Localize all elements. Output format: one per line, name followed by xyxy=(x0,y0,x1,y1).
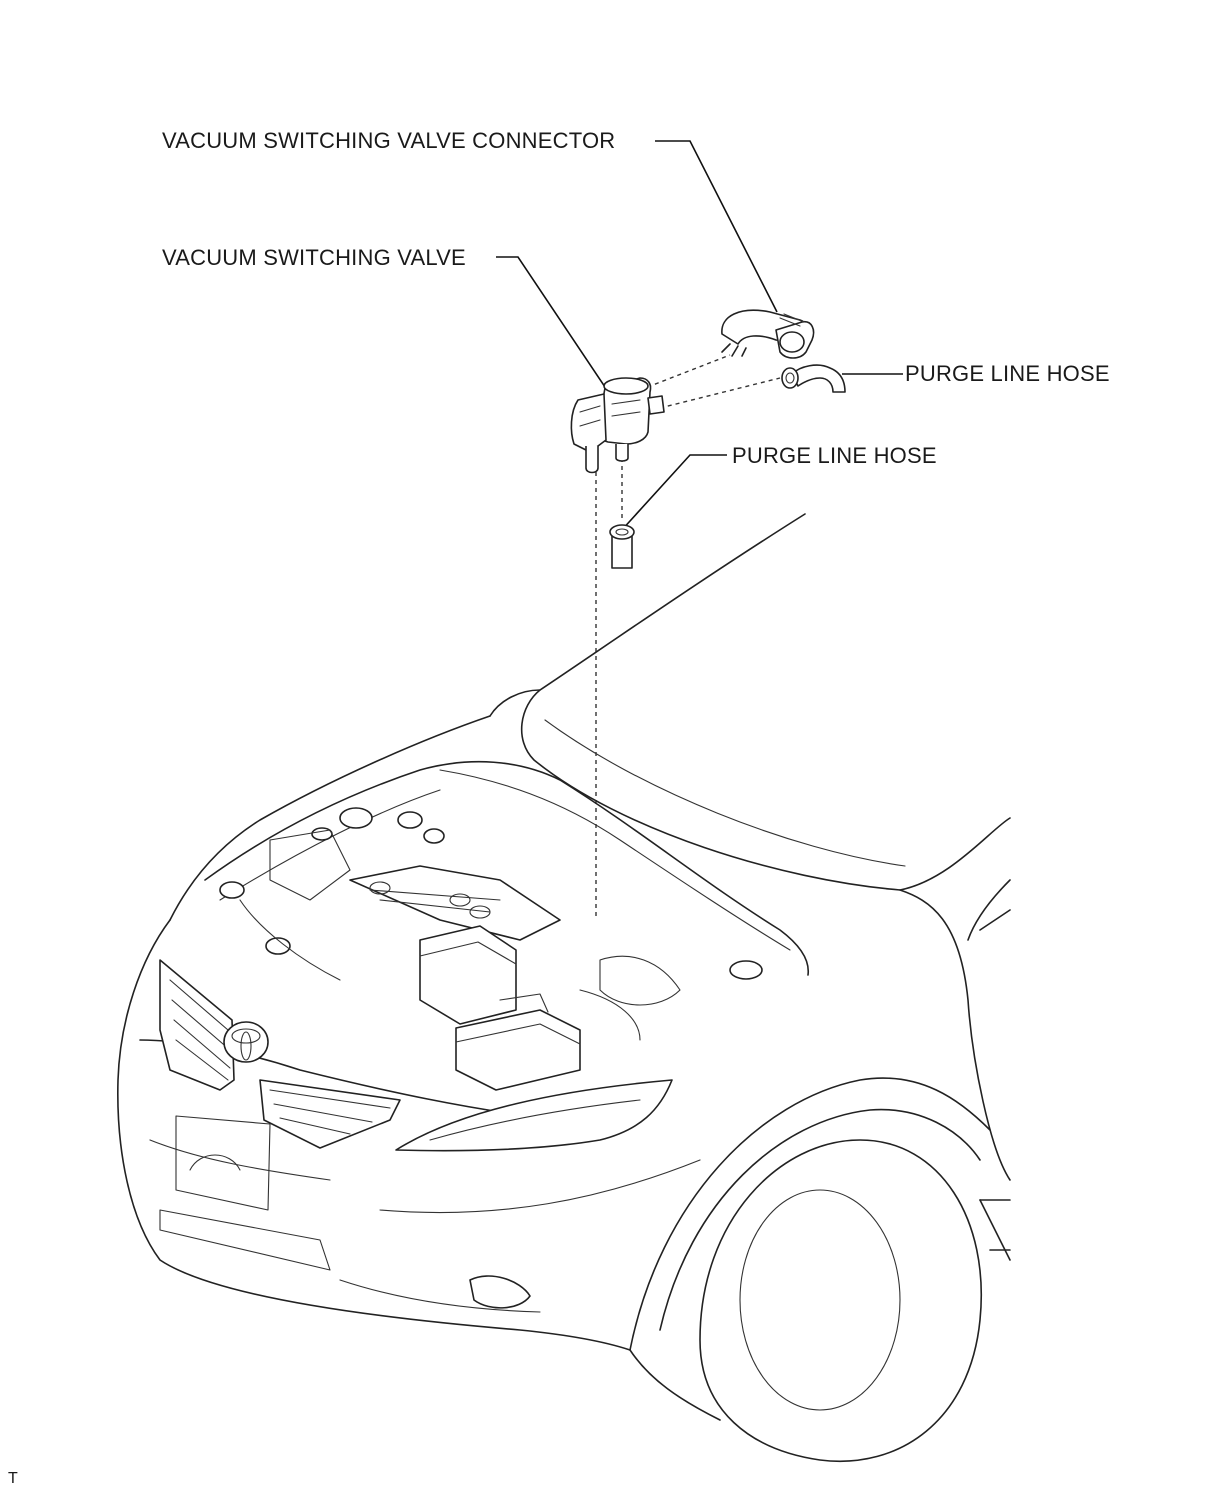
leader-valve xyxy=(496,256,608,391)
hood-outline xyxy=(520,513,1011,891)
bumper-outline xyxy=(117,919,631,1351)
callout-purge-line-hose-lower: PURGE LINE HOSE xyxy=(732,443,937,468)
toyota-emblem-icon xyxy=(223,1021,269,1063)
fog-lamp xyxy=(469,1275,531,1309)
grille xyxy=(159,959,235,1091)
callout-vacuum-switching-valve-connector: VACUUM SWITCHING VALVE CONNECTOR xyxy=(162,128,616,153)
wheel-rim xyxy=(739,1189,901,1411)
vehicle-front-illustration xyxy=(117,513,1011,1462)
wheel-arch xyxy=(629,1077,991,1351)
assembly-lines xyxy=(595,354,781,920)
callout-purge-line-hose-upper: PURGE LINE HOSE xyxy=(905,361,1110,386)
leader-lines xyxy=(496,140,903,533)
purge-hose-upper xyxy=(781,364,846,393)
vacuum-switching-valve xyxy=(570,377,665,474)
callout-vacuum-switching-valve: VACUUM SWITCHING VALVE xyxy=(162,245,466,270)
valve-connector xyxy=(721,309,815,359)
purge-hose-lower xyxy=(609,524,635,569)
dash-connector xyxy=(639,354,731,391)
dash-hose-upper xyxy=(659,377,781,409)
tire xyxy=(699,1139,982,1462)
leader-purge-lower xyxy=(619,454,727,533)
leader-connector xyxy=(655,140,778,313)
corner-mark: T xyxy=(8,1470,18,1487)
license-plate xyxy=(175,1115,271,1211)
